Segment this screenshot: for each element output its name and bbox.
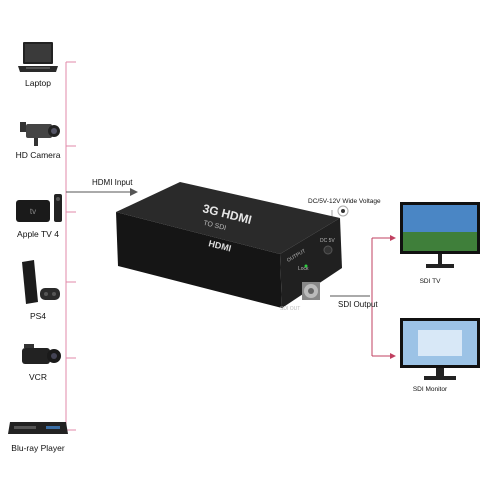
port-text: SDI OUT	[280, 306, 300, 312]
source-label-laptop: Laptop	[25, 78, 51, 88]
output-label-sdi-tv: SDI TV	[419, 278, 441, 285]
source-label-ps4: PS4	[29, 311, 47, 321]
hdmi-input-label: HDMI Input	[92, 178, 133, 187]
output-label-sdi-monitor: SDI Monitor	[412, 386, 448, 393]
sdi-monitor-icon	[400, 318, 480, 380]
lock-text: Lock	[298, 266, 309, 272]
svg-text:tv: tv	[30, 207, 36, 216]
camcorder-icon	[22, 344, 61, 364]
source-label-bluray: Blu-ray Player	[11, 443, 65, 453]
apple-tv-icon: tv	[16, 194, 62, 222]
sdi-output-label: SDI Output	[338, 300, 378, 309]
bluray-player-icon	[8, 422, 68, 434]
power-label: DC/5V-12V Wide Voltage	[308, 198, 381, 205]
source-label-apple-tv: Apple TV 4	[17, 229, 59, 239]
hd-camera-icon	[20, 122, 60, 146]
sdi-tv-icon	[400, 202, 480, 268]
power-dot-icon	[337, 205, 349, 217]
converter-device: 3G HDMI TO SDI HDMI OUTPUT Lock DC 5V SD…	[116, 182, 342, 312]
laptop-icon	[18, 42, 58, 72]
ps4-console-icon	[22, 260, 60, 304]
source-label-hd-camera: HD Camera	[15, 150, 61, 160]
power-port-text: DC 5V	[320, 238, 335, 244]
source-label-vcr: VCR	[29, 372, 47, 382]
